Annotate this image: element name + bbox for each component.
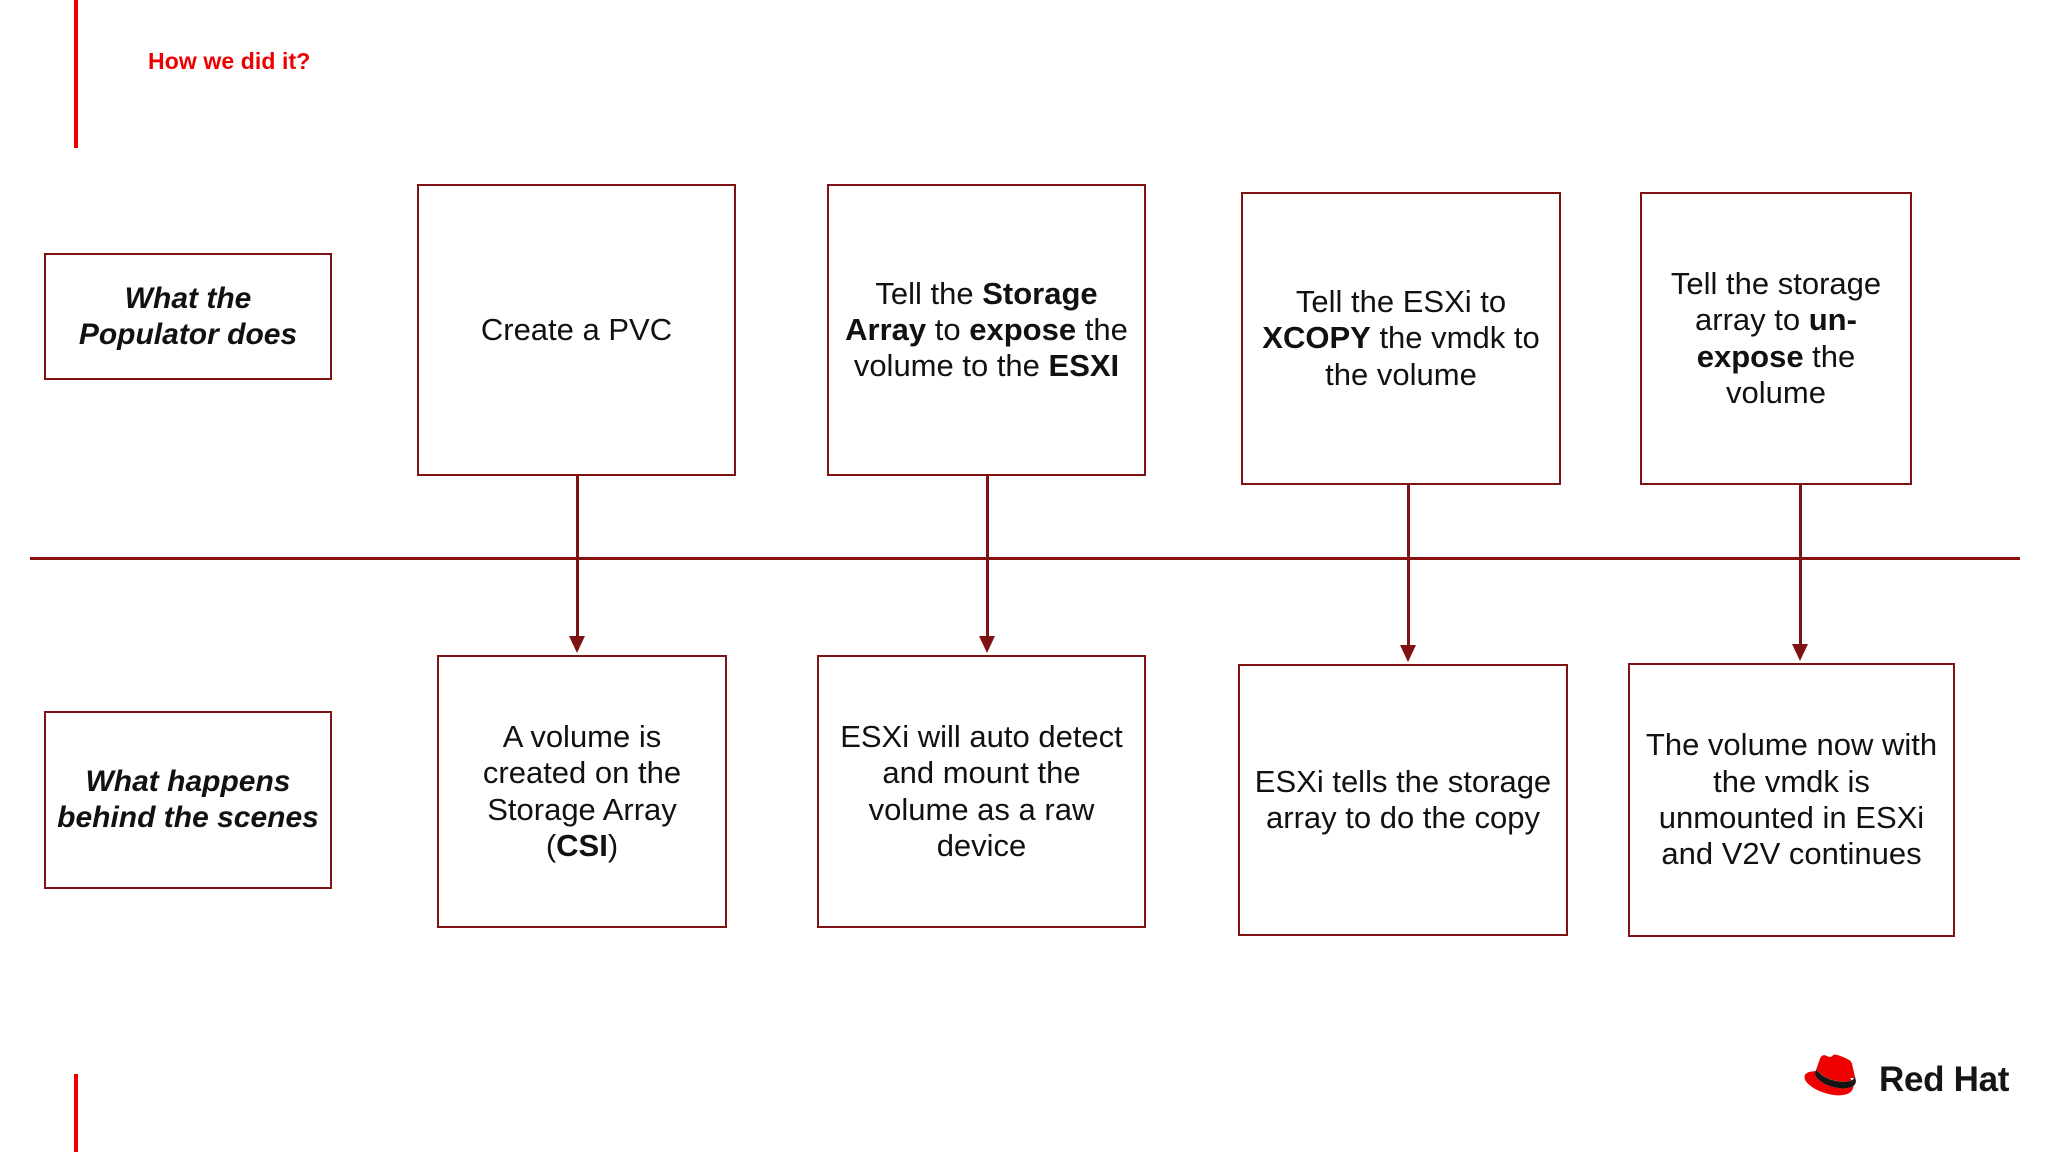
row-label-what-happens-behind-the-scenes: What happens behind the scenes — [44, 711, 332, 889]
result-box-text: ESXi tells the storage array to do the c… — [1254, 763, 1552, 835]
connector-stem — [1407, 485, 1410, 648]
accent-bar-top — [74, 0, 78, 148]
row-divider — [30, 557, 2020, 560]
red-hat-logo: Red Hat — [1803, 1053, 2009, 1106]
arrow-head-down-icon — [1400, 645, 1416, 662]
red-hat-wordmark: Red Hat — [1879, 1060, 2010, 1099]
result-box-text: ESXi will auto detect and mount the volu… — [840, 718, 1123, 863]
accent-bar-bottom — [74, 1074, 78, 1152]
connector-stem — [576, 476, 579, 639]
arrow-head-down-icon — [1792, 644, 1808, 661]
step-box-text: Tell the Storage Array to expose the vol… — [845, 275, 1128, 384]
step-box-create-pvc: Create a PVC — [417, 184, 736, 476]
result-box-esxi-automount: ESXi will auto detect and mount the volu… — [817, 655, 1146, 928]
result-box-text: A volume is created on the Storage Array… — [482, 718, 682, 863]
step-box-xcopy-vmdk: Tell the ESXi to XCOPY the vmdk to the v… — [1241, 192, 1561, 485]
arrow-head-down-icon — [979, 636, 995, 653]
row-label-text: What the Populator does — [78, 281, 298, 351]
result-box-text: The volume now with the vmdk is unmounte… — [1645, 727, 1938, 872]
step-box-expose-volume: Tell the Storage Array to expose the vol… — [827, 184, 1146, 476]
row-label-text: What happens behind the scenes — [57, 765, 319, 834]
step-box-text: Tell the storage array to un-expose the … — [1670, 265, 1882, 410]
red-hat-fedora-icon — [1803, 1053, 1869, 1106]
slide-title: How we did it? — [148, 48, 311, 74]
result-box-v2v-continues: The volume now with the vmdk is unmounte… — [1628, 663, 1955, 937]
row-label-what-the-populator-does: What the Populator does — [44, 253, 332, 380]
step-box-text: Tell the ESXi to XCOPY the vmdk to the v… — [1262, 284, 1540, 392]
step-box-text: Create a PVC — [480, 311, 673, 347]
connector-stem — [986, 476, 989, 639]
result-box-volume-created: A volume is created on the Storage Array… — [437, 655, 727, 928]
arrow-head-down-icon — [569, 636, 585, 653]
result-box-esxi-tells-array: ESXi tells the storage array to do the c… — [1238, 664, 1568, 936]
connector-stem — [1799, 485, 1802, 647]
step-box-un-expose: Tell the storage array to un-expose the … — [1640, 192, 1912, 485]
